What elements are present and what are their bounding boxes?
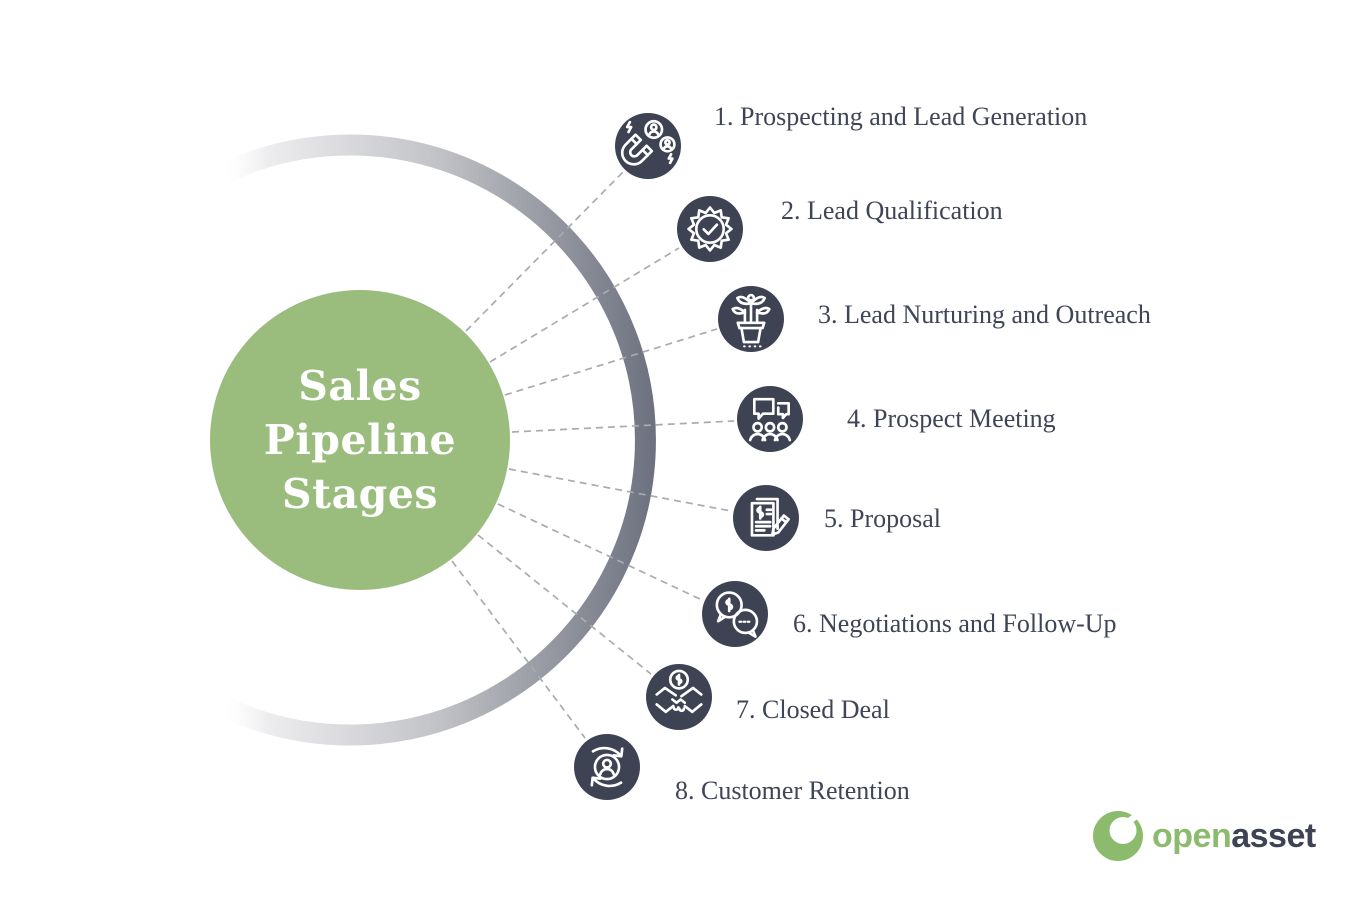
openasset-logo-mark <box>1093 811 1143 861</box>
stage-label-6: 6. Negotiations and Follow-Up <box>793 609 1117 638</box>
dashed-connectors <box>451 171 735 739</box>
stage-label-5: 5. Proposal <box>824 504 941 533</box>
document-pencil-icon <box>733 485 799 551</box>
stage-label-1: 1. Prospecting and Lead Generation <box>714 102 1088 131</box>
stage-label-3: 3. Lead Nurturing and Outreach <box>818 300 1151 329</box>
hub-circle: Sales Pipeline Stages <box>210 290 510 590</box>
openasset-logo-text: openasset <box>1152 810 1316 862</box>
group-meeting-icon <box>737 386 803 452</box>
stage-label-2: 2. Lead Qualification <box>781 196 1003 225</box>
hub-title-line2: Pipeline <box>263 416 457 464</box>
magnet-lead-generation-icon <box>615 113 681 179</box>
gradient-ring-arc <box>220 134 656 746</box>
logo-asset: asset <box>1231 817 1316 855</box>
stage-label-4: 4. Prospect Meeting <box>847 404 1056 433</box>
stage-label-8: 8. Customer Retention <box>675 776 910 805</box>
hub-title-line1: Sales <box>298 362 422 410</box>
hub-title-line3: Stages <box>282 470 438 518</box>
stage-label-7: 7. Closed Deal <box>736 695 890 724</box>
customer-cycle-icon <box>574 734 640 800</box>
potted-plant-icon <box>718 286 784 352</box>
openasset-logo: openasset <box>1093 810 1316 862</box>
money-chat-icon <box>702 581 768 647</box>
handshake-deal-icon <box>646 664 712 730</box>
badge-check-icon <box>677 196 743 262</box>
logo-open: open <box>1152 817 1232 855</box>
